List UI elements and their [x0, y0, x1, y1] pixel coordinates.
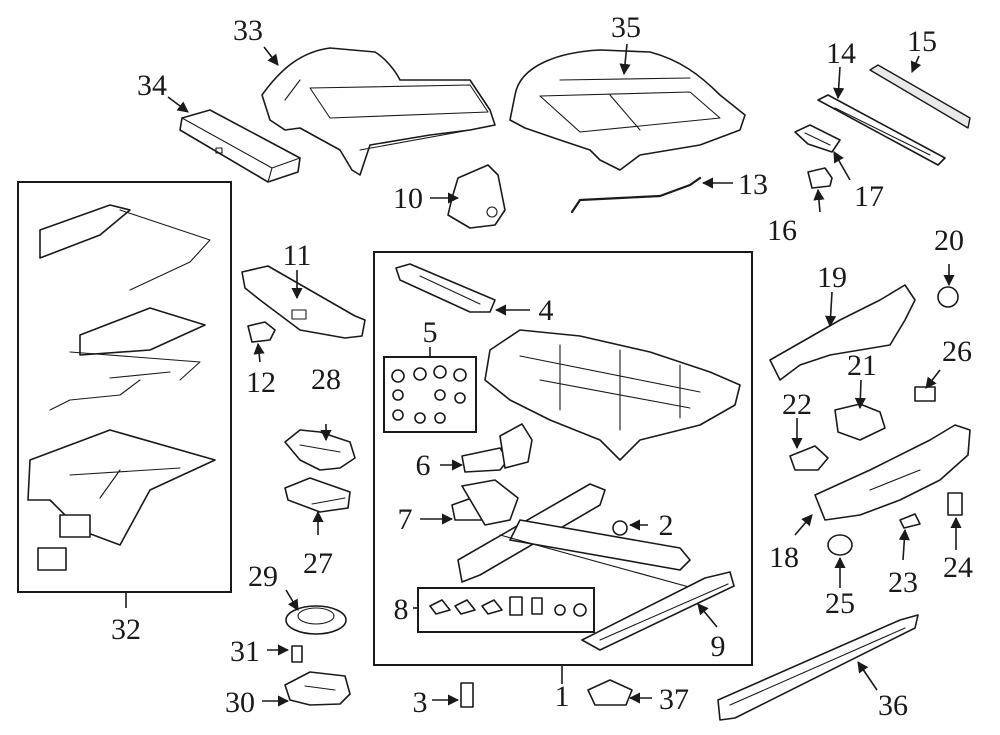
part-30-base-bracket[interactable]: [284, 671, 351, 706]
part-18-side-shield-outer[interactable]: [814, 424, 971, 521]
part-24-cap[interactable]: [947, 492, 963, 516]
callout-36: 36: [878, 689, 908, 722]
part-36-sill-trim[interactable]: [717, 614, 919, 721]
part-seat-frame[interactable]: [484, 329, 741, 461]
part-34-cushion-extension[interactable]: [179, 109, 301, 183]
callout-37: 37: [659, 683, 689, 716]
part-32-heater-assembly[interactable]: [27, 204, 216, 571]
part-28-bracket[interactable]: [284, 429, 356, 471]
part-27-control-module[interactable]: [284, 477, 351, 513]
part-12-switch[interactable]: [247, 321, 276, 343]
callout-35: 35: [611, 11, 641, 44]
callout-17: 17: [854, 180, 884, 213]
part-10-side-bracket[interactable]: [447, 164, 506, 229]
callout-4: 4: [539, 294, 554, 327]
callout-12: 12: [246, 366, 276, 399]
part-35-cushion-cover[interactable]: [509, 49, 746, 171]
callout-19: 19: [817, 261, 847, 294]
part-37-clip[interactable]: [587, 679, 633, 706]
callout-14: 14: [826, 37, 856, 70]
part-26-clip[interactable]: [914, 386, 936, 402]
part-15-track-cover[interactable]: [869, 64, 971, 129]
part-23-cap[interactable]: [899, 513, 921, 529]
part-33-cushion-side-cover[interactable]: [261, 47, 496, 176]
callout-30: 30: [225, 686, 255, 719]
part-17-bracket[interactable]: [794, 124, 841, 153]
callout-27: 27: [303, 547, 333, 580]
callout-20: 20: [934, 224, 964, 257]
part-3-bolt[interactable]: [460, 682, 474, 708]
callout-2: 2: [659, 509, 674, 542]
part-25-bezel[interactable]: [827, 534, 853, 556]
callout-28: 28: [311, 363, 341, 396]
part-5-fastener-kit[interactable]: [391, 365, 467, 424]
callout-24: 24: [943, 551, 973, 584]
callout-5: 5: [423, 316, 438, 349]
callout-13: 13: [738, 168, 768, 201]
callout-25: 25: [825, 587, 855, 620]
callout-22: 22: [782, 388, 812, 421]
part-6-motor[interactable]: [461, 423, 533, 473]
part-14-track-trim[interactable]: [817, 94, 946, 166]
group-frame-1: [373, 251, 753, 666]
group-frame-8: [417, 587, 595, 633]
callout-15: 15: [907, 25, 937, 58]
callout-10: 10: [393, 182, 423, 215]
callout-29: 29: [248, 560, 278, 593]
callout-34: 34: [137, 69, 167, 102]
group-frame-32: [17, 181, 232, 593]
callout-11: 11: [283, 239, 312, 272]
part-7-motor[interactable]: [451, 479, 519, 526]
callout-16: 16: [767, 214, 797, 247]
part-31-screw[interactable]: [291, 645, 303, 663]
part-4-seat-pan-trim[interactable]: [395, 263, 496, 313]
part-9-rail[interactable]: [581, 571, 735, 651]
part-29-lumbar-motor[interactable]: [285, 605, 347, 635]
part-22-switch[interactable]: [789, 445, 829, 471]
part-8-bolt-kit[interactable]: [429, 596, 587, 617]
callout-9: 9: [711, 630, 726, 663]
callout-31: 31: [230, 635, 260, 668]
callout-33: 33: [233, 14, 263, 47]
part-16-clip[interactable]: [807, 167, 833, 189]
callout-1: 1: [555, 680, 570, 713]
callout-8: 8: [394, 593, 409, 626]
leader-lines: [125, 43, 962, 707]
callout-21: 21: [847, 349, 877, 382]
callout-7: 7: [398, 503, 413, 536]
part-20-knob[interactable]: [937, 286, 959, 308]
callout-32: 32: [111, 613, 141, 646]
callout-23: 23: [888, 566, 918, 599]
callout-labels: 1 2 3 4 5 6 7 8 9 10 11 12 13 14 15 16 1…: [111, 11, 973, 722]
part-11-trim-panel[interactable]: [241, 265, 366, 339]
callout-26: 26: [942, 335, 972, 368]
part-21-switch-module[interactable]: [834, 403, 886, 441]
part-2-bolt[interactable]: [612, 520, 628, 536]
part-19-side-shield[interactable]: [769, 284, 916, 381]
callout-18: 18: [769, 541, 799, 574]
part-13-wire-harness[interactable]: [570, 176, 702, 214]
part-seat-track-assembly[interactable]: [457, 483, 701, 591]
callout-6: 6: [416, 449, 431, 482]
callout-3: 3: [413, 686, 428, 719]
